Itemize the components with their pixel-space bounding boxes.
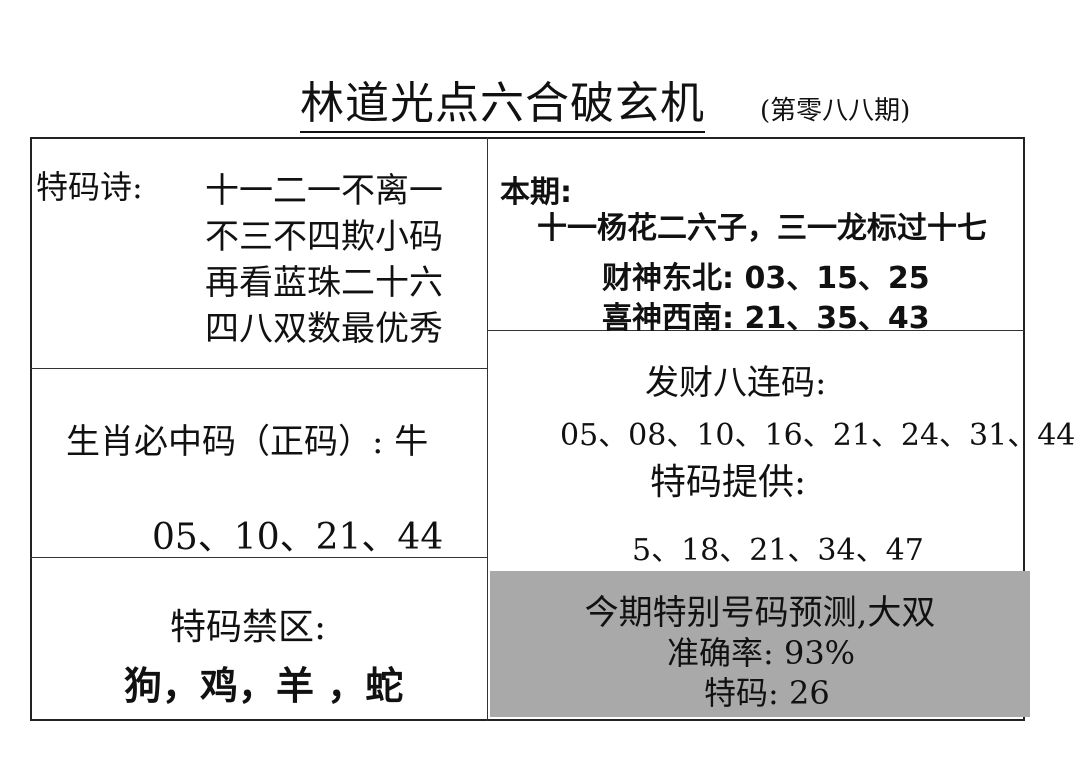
prediction-special-number: 特码: 26 <box>704 674 830 712</box>
prediction-box <box>490 571 1030 717</box>
poem-lines: 十一二一不离一 不三不四欺小码 再看蓝珠二十六 四八双数最优秀 <box>205 168 443 352</box>
special-numbers: 5、18、21、34、47 <box>632 533 924 568</box>
left-divider-2 <box>30 557 487 558</box>
current-verse: 十一杨花二六子，三一龙标过十七 <box>537 211 987 246</box>
poem-line: 十一二一不离一 <box>205 171 443 211</box>
zodiac-label: 生肖必中码（正码）: 牛 <box>66 422 429 462</box>
left-divider-1 <box>30 368 487 369</box>
lucky-numbers: 05、08、10、16、21、24、31、44 <box>560 418 1076 453</box>
prediction-accuracy: 准确率: 93% <box>667 634 856 672</box>
special-label: 特码提供: <box>650 462 807 503</box>
forbidden-label: 特码禁区: <box>170 607 327 648</box>
center-divider <box>487 137 488 721</box>
lucky-label: 发财八连码: <box>645 363 827 403</box>
prediction-headline: 今期特别号码预测,大双 <box>584 593 936 633</box>
poem-line: 四八双数最优秀 <box>205 309 443 349</box>
wealth-god-numbers: 财神东北: 03、15、25 <box>602 261 930 296</box>
joy-god-numbers: 喜神西南: 21、35、43 <box>602 301 930 336</box>
current-label: 本期: <box>500 175 572 210</box>
poem-label: 特码诗: <box>36 168 143 206</box>
forbidden-animals: 狗，鸡，羊 ，蛇 <box>124 664 404 708</box>
table-frame <box>30 137 1025 721</box>
zodiac-numbers: 05、10、21、44 <box>152 517 444 558</box>
poem-line: 再看蓝珠二十六 <box>205 263 443 303</box>
page-title: 林道光点六合破玄机 <box>300 78 705 133</box>
right-divider-1 <box>487 330 1025 331</box>
issue-number: (第零八八期) <box>760 96 911 126</box>
poem-line: 不三不四欺小码 <box>205 217 443 257</box>
